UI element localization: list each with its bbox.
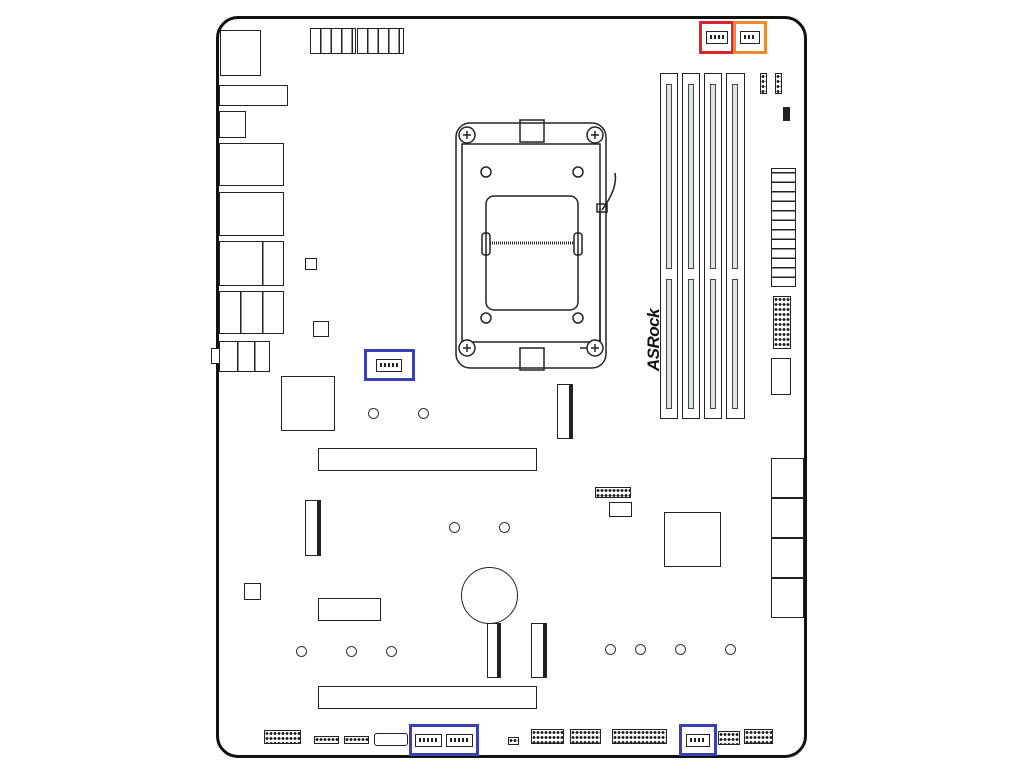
rear-io-port [219,192,284,236]
jumper [508,737,519,745]
mounting-hole [725,644,736,655]
connector [374,733,408,746]
jumper [783,107,790,121]
sata-port [771,578,804,618]
mounting-hole [418,408,429,419]
component [305,258,317,270]
mounting-hole [675,644,686,655]
dimm-slot-a1 [660,73,678,419]
jumper [760,73,767,94]
component [244,583,261,600]
mounting-hole [605,644,616,655]
mounting-hole [449,522,460,533]
m2-slot [487,623,501,678]
rear-io-port [219,241,284,286]
mounting-hole [368,408,379,419]
chip [281,376,335,431]
dimm-slot-b2 [726,73,745,419]
cpu-opt-fan-header[interactable] [740,31,760,44]
pcie-slot-1 [318,448,537,471]
motherboard-outline [216,16,807,758]
component [609,502,632,517]
mounting-hole [386,646,397,657]
rear-io-port [219,143,284,186]
front-panel-header [744,729,773,744]
chipset [664,512,721,567]
pcie-slot-3 [318,686,537,709]
dimm-slot-a2 [682,73,700,419]
cpu-fan-header[interactable] [706,31,728,44]
m2-slot [531,623,547,678]
usb-header [570,729,601,744]
rear-io-port [219,111,246,138]
chassis-fan-highlight-right[interactable] [679,724,717,756]
sata-port [771,498,804,538]
m2-slot [305,500,321,556]
rear-io-port [219,341,270,372]
chassis-fan-header[interactable] [415,734,442,747]
usb3-header [771,358,791,395]
cmos-battery [461,567,518,624]
cpu-fan-highlight[interactable] [699,21,734,54]
component [313,321,329,337]
sata-port [771,538,804,578]
mounting-hole [635,644,646,655]
mounting-hole [296,646,307,657]
dimm-slot-b1 [704,73,722,419]
chassis-fan-header[interactable] [446,734,473,747]
rear-io-port [219,85,288,106]
jumper [775,73,782,94]
cpu-socket [455,119,617,371]
mounting-hole [346,646,357,657]
chassis-fan-header[interactable] [376,359,402,372]
rear-io-port [219,291,284,334]
usb-header [773,296,791,349]
chassis-fan-header[interactable] [686,734,710,747]
pcie-slot-2 [318,598,381,621]
header [314,736,339,744]
header [344,736,369,744]
m2-slot [557,384,573,439]
header [718,731,740,745]
header [612,729,667,744]
mounting-hole [499,522,510,533]
header [595,487,631,498]
cpu-power-connector [357,28,404,54]
io-tab [211,348,220,364]
chassis-fan-highlight[interactable] [364,349,415,381]
chassis-fan-highlight-bottom[interactable] [409,724,479,756]
atx-power-connector [771,168,796,287]
cpu-opt-fan-highlight[interactable] [733,21,767,54]
cpu-power-connector [310,28,356,54]
usb-header [531,729,564,744]
audio-header [264,730,301,744]
sata-port [771,458,804,498]
rear-io-port [220,30,261,76]
